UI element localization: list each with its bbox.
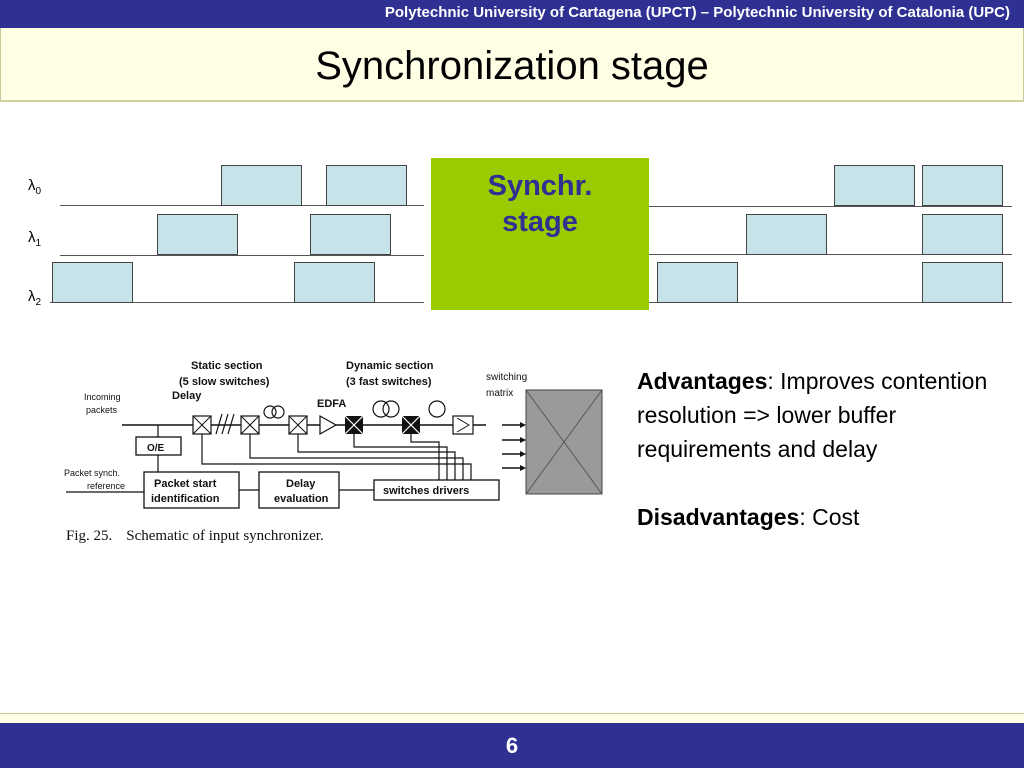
timeline-right-2 xyxy=(649,302,1012,303)
institution-text: Polytechnic University of Cartagena (UPC… xyxy=(384,4,1010,21)
sync-stage-line1: Synchr. xyxy=(487,170,593,202)
reference-label: reference xyxy=(87,481,125,491)
timeline-right-1 xyxy=(649,254,1012,255)
timeline-left-1 xyxy=(60,255,424,256)
packet xyxy=(657,262,738,303)
incoming-label: Incoming xyxy=(84,392,121,402)
institution-banner: Polytechnic University of Cartagena (UPC… xyxy=(0,0,1024,28)
packet xyxy=(834,165,915,206)
slow-switch-crosses xyxy=(192,415,308,435)
synchronizer-schematic: Static section (5 slow switches) Dynamic… xyxy=(64,360,603,509)
wavelength-label-2: λ2 xyxy=(28,288,42,308)
page-title: Synchronization stage xyxy=(315,44,709,88)
packet xyxy=(294,262,375,303)
packets-label: packets xyxy=(86,405,118,415)
sync-stage-box: Synchr. stage xyxy=(431,158,649,310)
disadvantages-text: : Cost xyxy=(799,504,860,530)
static-detail-label: (5 slow switches) xyxy=(179,376,270,388)
title-box: Synchronization stage xyxy=(0,28,1024,101)
figure-caption: Fig. 25. Schematic of input synchronizer. xyxy=(66,528,324,545)
packet-synch-label: Packet synch. xyxy=(64,468,120,478)
packet xyxy=(326,165,407,206)
coupler-arrow-icon xyxy=(456,417,470,433)
sync-stage-line2: stage xyxy=(502,206,578,238)
page-number: 6 xyxy=(505,733,519,758)
edfa-label: EDFA xyxy=(317,398,346,410)
packet xyxy=(922,214,1003,255)
packet xyxy=(746,214,827,255)
footer-divider xyxy=(0,713,1024,724)
dynamic-detail-label: (3 fast switches) xyxy=(346,376,432,388)
footer-bar: 6 xyxy=(0,723,1024,768)
matrix-arrowheads xyxy=(520,422,526,471)
packet xyxy=(221,165,302,206)
figure-section-labels: Static section (5 slow switches) Dynamic… xyxy=(64,360,527,491)
disadvantages-label: Disadvantages xyxy=(637,504,800,530)
advantages-paragraph: Advantages: Improves contention resoluti… xyxy=(637,364,997,466)
advantages-text: : Improves contention resolution => lowe… xyxy=(637,368,988,462)
switching-label: switching xyxy=(486,372,527,383)
packet-start-block xyxy=(143,471,240,509)
dynamic-section-label: Dynamic section xyxy=(346,360,434,372)
control-wiring xyxy=(66,434,472,493)
advantages-label: Advantages xyxy=(637,368,768,394)
pros-cons-text: Advantages: Improves contention resoluti… xyxy=(637,364,997,534)
packet xyxy=(52,262,133,303)
packet xyxy=(922,165,1003,206)
matrix-input-arrows xyxy=(502,424,522,469)
figure-caption-label: Fig. 25. xyxy=(66,528,113,544)
figure-caption-text: Schematic of input synchronizer. xyxy=(126,528,324,544)
title-divider xyxy=(0,100,1024,102)
delay-coils xyxy=(263,400,446,419)
matrix-diagonal xyxy=(525,389,603,495)
output-coupler xyxy=(452,415,474,435)
identification-label: identification xyxy=(151,493,220,505)
wavelength-label-0: λ0 xyxy=(28,177,42,197)
packet xyxy=(310,214,391,255)
static-section-label: Static section xyxy=(191,360,263,372)
delay-eval-label: Delay xyxy=(286,478,316,490)
packet xyxy=(922,262,1003,303)
delay-evaluation-block xyxy=(258,471,340,509)
timeline-left-2 xyxy=(50,302,424,303)
packet-start-label: Packet start xyxy=(154,478,217,490)
switches-drivers-label: switches drivers xyxy=(383,485,469,497)
timeline-right-0 xyxy=(649,206,1012,207)
break-marks xyxy=(215,413,235,435)
delay-label: Delay xyxy=(172,390,202,402)
wavelength-label-1: λ1 xyxy=(28,229,42,249)
disadvantages-paragraph: Disadvantages: Cost xyxy=(637,500,997,534)
edfa-amplifier-icon xyxy=(319,414,338,436)
evaluation-label: evaluation xyxy=(274,493,329,505)
fast-switches xyxy=(344,415,421,435)
oe-label: O/E xyxy=(147,443,165,454)
packet xyxy=(157,214,238,255)
matrix-label: matrix xyxy=(486,388,513,399)
